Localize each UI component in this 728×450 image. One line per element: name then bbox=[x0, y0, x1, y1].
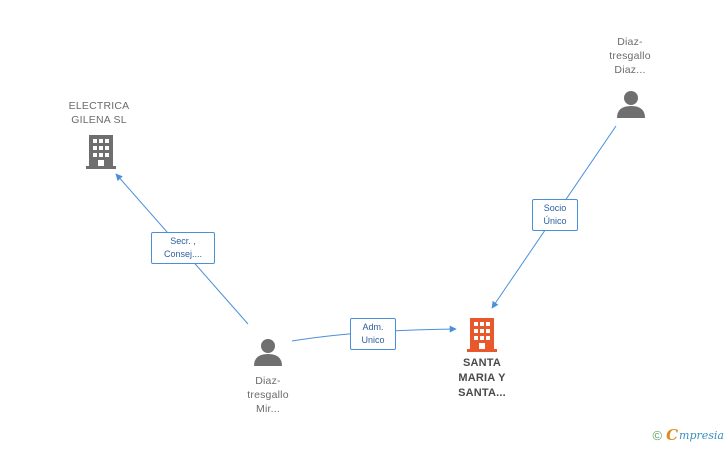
node-label-line: MARIA Y bbox=[458, 372, 506, 384]
brand-initial: C bbox=[666, 426, 679, 444]
edge-label-line: Consej.... bbox=[163, 249, 203, 259]
building-icon[interactable] bbox=[86, 135, 116, 169]
edge-label-line: Adm. bbox=[362, 322, 384, 332]
node-label-line: GILENA SL bbox=[71, 114, 127, 126]
node-label-line: tresgallo bbox=[247, 389, 289, 401]
edge-label-socio[interactable]: Socio Único bbox=[532, 199, 578, 231]
edge-label-secr[interactable]: Secr. , Consej.... bbox=[151, 232, 215, 264]
node-label-line: SANTA... bbox=[458, 387, 506, 399]
edge-label-adm[interactable]: Adm. Unico bbox=[350, 318, 396, 350]
person-icon[interactable] bbox=[617, 91, 645, 118]
node-label-line: ELECTRICA bbox=[68, 100, 130, 112]
node-label-line: Mir... bbox=[256, 403, 280, 415]
node-label-diaz-top[interactable]: Diaz- tresgallo Diaz... bbox=[596, 35, 664, 77]
node-label-line: Diaz... bbox=[614, 64, 646, 76]
node-label-line: SANTA bbox=[462, 357, 502, 369]
building-icon[interactable] bbox=[467, 318, 497, 352]
brand-logo: © C mpresia bbox=[652, 426, 724, 444]
edge-label-line: Socio bbox=[543, 203, 567, 213]
person-icon[interactable] bbox=[254, 339, 282, 366]
copyright-icon: © bbox=[652, 427, 663, 443]
node-label-diaz-bottom[interactable]: Diaz- tresgallo Mir... bbox=[234, 374, 302, 416]
node-label-santa-maria[interactable]: SANTA MARIA Y SANTA... bbox=[440, 356, 524, 401]
node-label-line: Diaz- bbox=[617, 36, 643, 48]
node-label-electrica[interactable]: ELECTRICA GILENA SL bbox=[58, 99, 140, 127]
node-label-line: tresgallo bbox=[609, 50, 651, 62]
node-label-line: Diaz- bbox=[255, 375, 281, 387]
brand-wordmark: mpresia bbox=[679, 428, 724, 442]
edge-label-line: Unico bbox=[361, 335, 385, 345]
edge-label-line: Secr. , bbox=[170, 236, 196, 246]
edge-label-line: Único bbox=[543, 216, 567, 226]
